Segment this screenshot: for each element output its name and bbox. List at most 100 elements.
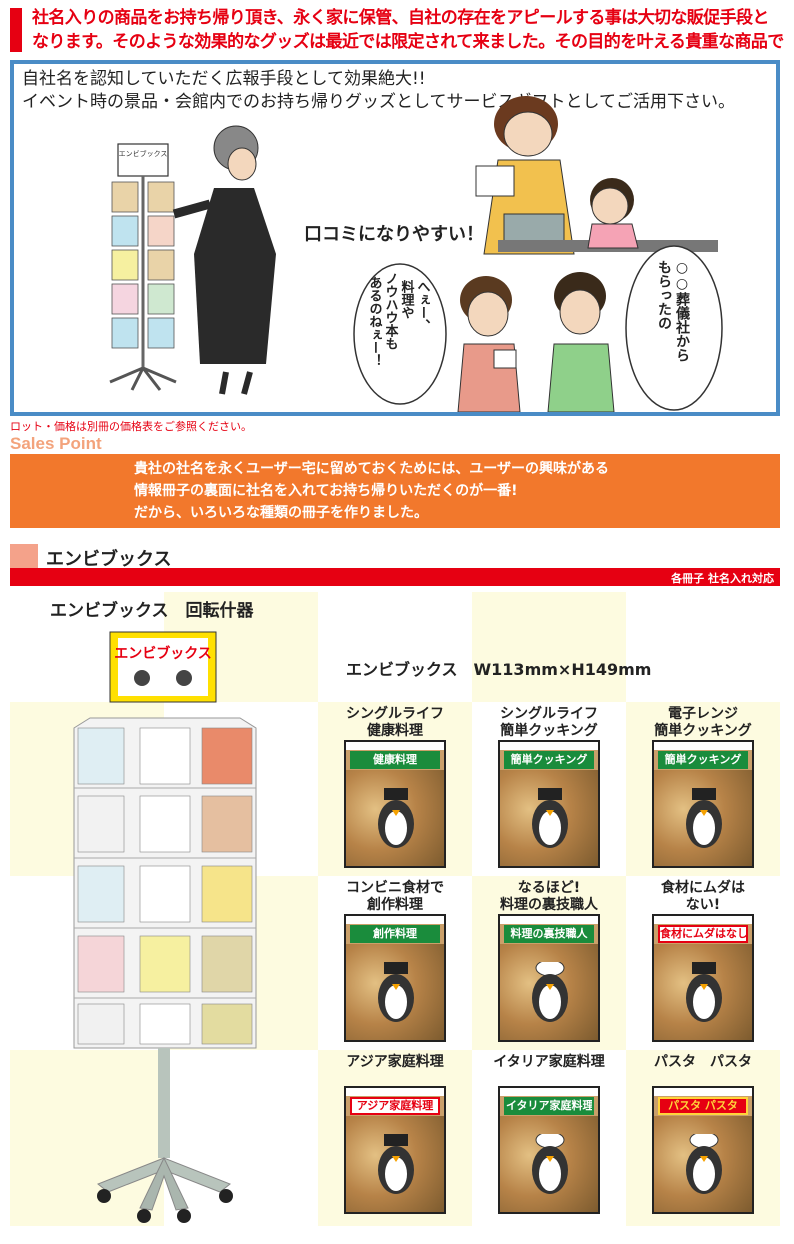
cover-series-strip (346, 1088, 444, 1096)
penguin-mascot-icon (378, 962, 414, 1022)
product-label-line-2: 簡単クッキング (500, 723, 598, 739)
section-subbar-text: 各冊子 社名入れ対応 (671, 572, 774, 585)
product-cover: 料理の裏技職人 (498, 914, 600, 1042)
penguin-mascot-icon (686, 962, 722, 1022)
woman-browsing-illustration (172, 125, 276, 395)
bubble-right-line-1: ○○葬儀社から (674, 260, 691, 362)
price-note: ロット・価格は別冊の価格表をご参照ください。 (10, 420, 252, 433)
section-title: エンビブックス (46, 549, 172, 570)
product-cover: 健康料理 (344, 740, 446, 868)
product-cover: 簡単クッキング (498, 740, 600, 868)
sales-point-title: Sales Point (10, 434, 102, 453)
kuchikomi-text: 口コミになりやすい！ (304, 224, 484, 245)
product-cover: アジア家庭料理 (344, 1086, 446, 1214)
product-label-line-1: シングルライフ (500, 706, 598, 722)
cover-series-strip (500, 742, 598, 750)
penguin-mascot-icon (378, 1134, 414, 1194)
size-label: エンビブックス W113mm×H149mm (346, 660, 652, 679)
product-label-line-1: 食材にムダは (661, 880, 745, 896)
product-cover: イタリア家庭料理 (498, 1086, 600, 1214)
mother-cooking-illustration (475, 96, 718, 255)
lead-line-1: 自社名を認知していただく広報手段として効果絶大!! (22, 69, 426, 89)
penguin-chef-mascot-icon (532, 1134, 568, 1194)
product-card: イタリア家庭料理 イタリア家庭料理 (474, 1052, 624, 1224)
product-card: コンビニ食材で創作料理 創作料理 (320, 878, 470, 1050)
product-label: シングルライフ健康料理 (320, 706, 470, 740)
product-cover: パスタ パスタ (652, 1086, 754, 1214)
cover-title: 健康料理 (350, 751, 440, 769)
product-label: シングルライフ簡単クッキング (474, 706, 624, 740)
girl-illustration (587, 178, 639, 249)
product-label-line-2: 創作料理 (367, 897, 423, 913)
cover-series-strip (654, 742, 752, 750)
small-rack-illustration: エンビブックス (109, 143, 177, 391)
bubble-left-line-1: へぇー、 (415, 280, 431, 332)
product-grid: エンビブックス 回転什器 エンビブックス W113mm×H149mm エンビブッ… (10, 592, 780, 1226)
speech-bubble-right (625, 245, 723, 411)
section-subbar: 各冊子 社名入れ対応 (10, 568, 780, 586)
cover-title: 簡単クッキング (504, 751, 594, 769)
product-label-line-1: なるほど! (517, 880, 581, 896)
penguin-mascot-icon (378, 788, 414, 848)
product-card: シングルライフ健康料理 健康料理 (320, 704, 470, 876)
cover-title: アジア家庭料理 (350, 1097, 440, 1115)
cover-title: 食材にムダはなし! (658, 925, 748, 943)
product-label-line-1: アジア家庭料理 (346, 1054, 444, 1070)
product-label-line-1: イタリア家庭料理 (493, 1054, 605, 1070)
rack-sign-text: エンビブックス (114, 645, 212, 662)
cream-cell (10, 1050, 164, 1226)
sales-point-line-3: だから、いろいろな種類の冊子を作りました。 (134, 505, 428, 521)
product-label-line-2: 健康料理 (367, 723, 423, 739)
product-cover: 簡単クッキング (652, 740, 754, 868)
product-card: なるほど!料理の裏技職人 料理の裏技職人 (474, 878, 624, 1050)
bubble-right-line-2: もらったの (656, 260, 672, 330)
penguin-chef-mascot-icon (686, 1134, 722, 1194)
bubble-left-line-2: 料理や (399, 279, 415, 319)
cream-cell (472, 592, 626, 702)
product-card: 食材にムダはない! 食材にムダはなし! (628, 878, 778, 1050)
product-label: 電子レンジ簡単クッキング (628, 706, 778, 740)
product-label-line-2: 料理の裏技職人 (500, 897, 598, 913)
rack-title: エンビブックス 回転什器 (50, 601, 254, 621)
sales-point-band: 貴社の社名を永くユーザー宅に留めておくためには、ユーザーの興味がある 情報冊子の… (10, 454, 780, 528)
product-label: アジア家庭料理 (320, 1054, 470, 1071)
penguin-mascot-icon (686, 788, 722, 848)
product-cover: 食材にムダはなし! (652, 914, 754, 1042)
cover-title: 料理の裏技職人 (504, 925, 594, 943)
speech-bubble-left (353, 263, 447, 405)
product-label: 食材にムダはない! (628, 880, 778, 914)
product-card: シングルライフ簡単クッキング 簡単クッキング (474, 704, 624, 876)
product-label-line-1: コンビニ食材で (346, 880, 444, 896)
rotating-rack-photo: エンビブックス (73, 631, 257, 1223)
product-card: アジア家庭料理 アジア家庭料理 (320, 1052, 470, 1224)
illustration-scene: エンビブックス (109, 96, 723, 412)
product-label-line-1: シングルライフ (346, 706, 444, 722)
product-label: なるほど!料理の裏技職人 (474, 880, 624, 914)
product-label-line-2: 簡単クッキング (654, 723, 752, 739)
penguin-mascot-icon (532, 788, 568, 848)
cover-series-strip (500, 1088, 598, 1096)
product-label-line-1: 電子レンジ (668, 706, 738, 722)
cover-series-strip (500, 916, 598, 924)
sales-point-line-2: 情報冊子の裏面に社名を入れてお持ち帰りいただくのが一番! (134, 483, 518, 499)
cover-title: イタリア家庭料理 (504, 1097, 594, 1115)
product-label: パスタ パスタ (628, 1054, 778, 1071)
header-accent-bar (10, 8, 22, 52)
cover-series-strip (346, 742, 444, 750)
product-cover: 創作料理 (344, 914, 446, 1042)
section-square-marker (10, 544, 38, 568)
cover-series-strip (654, 1088, 752, 1096)
product-label: コンビニ食材で創作料理 (320, 880, 470, 914)
product-label: イタリア家庭料理 (474, 1054, 624, 1071)
bubble-left-line-3: ノウハウ本も (383, 272, 399, 350)
header-line-1: 社名入りの商品をお持ち帰り頂き、永く家に保管、自社の存在をアピールする事は大切な… (32, 8, 769, 28)
sales-point-text: 貴社の社名を永くユーザー宅に留めておくためには、ユーザーの興味がある 情報冊子の… (134, 458, 609, 524)
illustration-panel: 自社名を認知していただく広報手段として効果絶大!! イベント時の景品・会館内での… (10, 60, 780, 416)
header-line-2: なります。そのような効果的なグッズは最近では限定されて来ました。その目的を叶える… (32, 32, 784, 52)
product-label-line-1: パスタ パスタ (654, 1054, 752, 1070)
page-header: 社名入りの商品をお持ち帰り頂き、永く家に保管、自社の存在をアピールする事は大切な… (10, 6, 784, 54)
cover-title: 簡単クッキング (658, 751, 748, 769)
product-label-line-2: ない! (685, 897, 721, 913)
sales-point-line-1: 貴社の社名を永くユーザー宅に留めておくためには、ユーザーの興味がある (134, 461, 610, 477)
section-header: エンビブックス (10, 544, 780, 570)
